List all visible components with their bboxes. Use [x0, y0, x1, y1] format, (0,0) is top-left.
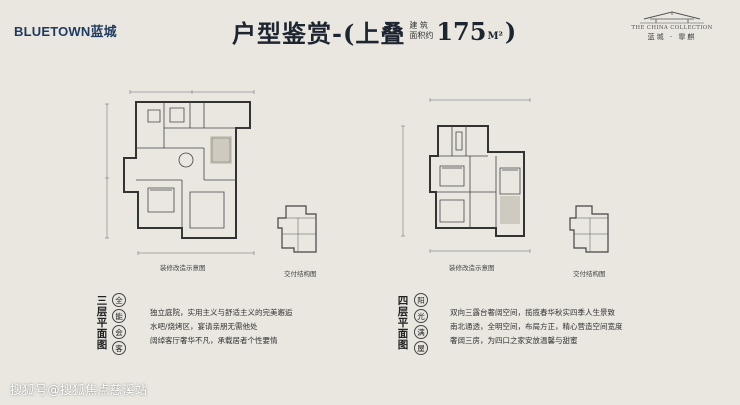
floor4-seal: 阳 光 满 屋: [414, 293, 428, 355]
floor4-desc-line: 南北通透，全明空间，布局方正，精心营造空间宽度: [450, 322, 623, 331]
page-title: 户型鉴赏-(上叠 建 筑 面积约 175 M² ): [232, 14, 516, 48]
floor4-plan-caption: 装修改造示意图: [449, 264, 495, 272]
floor3-vertical-title: 三 层 平 面 图: [96, 296, 108, 351]
floor3-desc-line: 阔绰客厅奢华不凡，承载居者个性要情: [150, 336, 278, 345]
area-unit: M²: [487, 31, 503, 42]
floor4-title-char: 四: [397, 295, 409, 307]
collection-english: THE CHINA COLLECTION: [631, 25, 713, 31]
floor3-title-char: 面: [96, 328, 108, 340]
floor3-seal: 全 能 会 客: [112, 293, 126, 355]
floor4-seal-char: 阳: [414, 293, 428, 307]
floor4-delivery-caption: 交付结构图: [573, 270, 606, 278]
area-label-bottom: 面积约: [409, 31, 434, 40]
floor3-desc-line: 水吧/烧烤区，宴请亲朋无需他处: [150, 322, 258, 331]
floor3-title-char: 平: [96, 317, 108, 329]
floor4-desc-line: 奢阔三房，为四口之家安放温馨与甜蜜: [450, 336, 578, 345]
floor4-description: 双向三露台奢阔空间，揽揽春华秋实四季人生景致 南北通透，全明空间，布局方正，精心…: [450, 306, 623, 348]
floor3-description: 独立庭院，实用主义与舒适主义的完美邂逅 水吧/烧烤区，宴请亲朋无需他处 阔绰客厅…: [150, 306, 293, 348]
floor3-title-char: 层: [96, 306, 108, 318]
watermark: 搜狐号@搜狐焦点慈溪站: [10, 383, 148, 397]
floor4-desc-line: 双向三露台奢阔空间，揽揽春华秋实四季人生景致: [450, 308, 615, 317]
floor4-seal-char: 满: [414, 325, 428, 339]
floor3-delivery-plan: [277, 205, 317, 253]
floor3-plan: [105, 90, 255, 255]
floor4-seal-char: 屋: [414, 341, 428, 355]
floor4-title-char: 平: [397, 317, 409, 329]
floor4-plan: [401, 98, 531, 253]
floor3-desc-line: 独立庭院，实用主义与舒适主义的完美邂逅: [150, 308, 293, 317]
title-main: 户型鉴赏-(上叠: [232, 18, 406, 48]
brand-logo: BLUETOWN蓝城: [14, 24, 117, 39]
floor3-seal-char: 能: [112, 309, 126, 323]
floor3-delivery-caption: 交付结构图: [284, 270, 317, 278]
pavilion-icon: [640, 11, 704, 24]
floor4-title-char: 面: [397, 328, 409, 340]
floor4-delivery-plan: [569, 205, 609, 253]
floor4-title-char: 图: [397, 339, 409, 351]
floor3-seal-char: 全: [112, 293, 126, 307]
area-label-top: 建 筑: [409, 21, 428, 30]
title-close-paren: ): [504, 16, 517, 46]
floor4-seal-char: 光: [414, 309, 428, 323]
collection-logo: THE CHINA COLLECTION 蓝城 · 霏麒: [624, 10, 720, 48]
floor3-seal-char: 客: [112, 341, 126, 355]
area-label: 建 筑 面积约: [409, 21, 433, 41]
floor4-vertical-title: 四 层 平 面 图: [397, 296, 409, 351]
collection-chinese: 蓝城 · 霏麒: [647, 33, 697, 41]
floor4-title-char: 层: [397, 306, 409, 318]
floor3-plan-caption: 装修改造示意图: [160, 264, 206, 272]
floor3-seal-char: 会: [112, 325, 126, 339]
floor3-title-char: 三: [96, 295, 108, 307]
area-value: 175: [436, 16, 487, 46]
floor3-title-char: 图: [96, 339, 108, 351]
